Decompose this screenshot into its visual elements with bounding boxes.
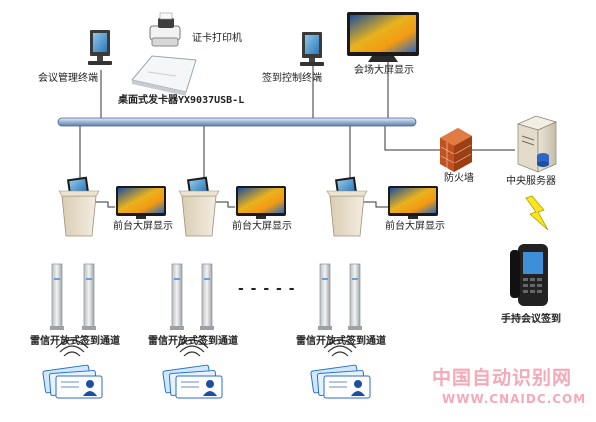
card-issuer-label: 桌面式发卡器YX9037USB-L: [118, 95, 245, 106]
channel-label: 雷信开放式签到通道: [296, 336, 386, 347]
printer-label: 证卡打印机: [192, 33, 242, 44]
rfid-wave-icon: [175, 339, 209, 357]
id-card-icon: [310, 364, 371, 399]
lane-screen-label: 前台大屏显示: [385, 221, 445, 232]
access-gate-icon: [50, 263, 96, 330]
server-label: 中央服务器: [506, 176, 556, 187]
rfid-wave-icon: [55, 339, 89, 357]
id-card-icon: [162, 364, 223, 399]
tv-screen-icon: [116, 186, 166, 219]
tv-screen-icon: [388, 186, 438, 219]
signin-terminal-label: 签到控制终端: [262, 73, 322, 84]
reception-kiosk-icon: [178, 176, 220, 237]
reception-kiosk-icon: [326, 176, 368, 237]
watermark-title: 中国自动识别网: [432, 367, 573, 389]
wireless-signal-icon: [525, 195, 549, 231]
tv-screen-icon: [236, 186, 286, 219]
monitor-icon: [88, 30, 112, 65]
handheld-label: 手持会议签到: [501, 314, 561, 325]
firewall-label: 防火墙: [444, 173, 474, 184]
watermark-url: WWW.CNAIDC.COM: [442, 392, 587, 406]
firewall-icon: [440, 128, 472, 172]
monitor-icon: [300, 32, 324, 66]
id-card-icon: [42, 364, 103, 399]
ellipsis-more-lanes: - - - - -: [238, 281, 296, 297]
access-gate-icon: [170, 263, 214, 330]
server-icon: [516, 115, 558, 173]
lane-screen-label: 前台大屏显示: [113, 221, 173, 232]
access-gate-icon: [318, 263, 362, 330]
lane-screen-label: 前台大屏显示: [232, 221, 292, 232]
mgmt-terminal-label: 会议管理终端: [38, 73, 98, 84]
channel-label: 雷信开放式签到通道: [148, 336, 238, 347]
venue-screen-label: 会场大屏显示: [354, 65, 414, 76]
handheld-terminal-icon: [510, 244, 548, 306]
channel-label: 雷信开放式签到通道: [30, 336, 120, 347]
network-backbone: [57, 117, 417, 127]
card-issuer-icon: [131, 55, 197, 96]
reception-kiosk-icon: [58, 176, 100, 237]
card-printer-icon: [149, 12, 181, 47]
rfid-wave-icon: [323, 339, 357, 357]
tv-screen-icon: [347, 12, 419, 62]
